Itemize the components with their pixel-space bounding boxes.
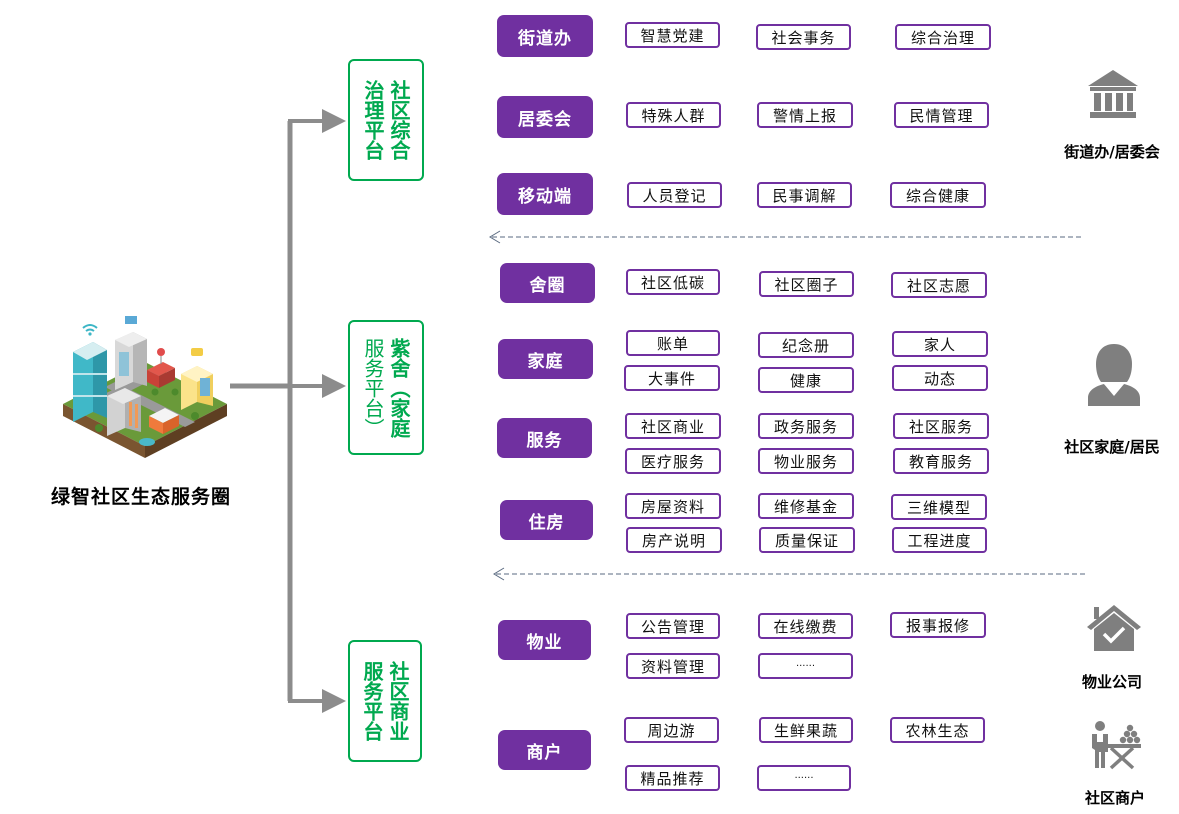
chip-item[interactable]: 房产说明	[626, 527, 722, 553]
chip-item[interactable]: 综合治理	[895, 24, 991, 50]
separator-arrowhead-2	[493, 567, 505, 581]
chip-item[interactable]: 公告管理	[626, 613, 720, 639]
resident-person-icon	[1084, 340, 1144, 410]
category-mobile: 移动端	[497, 173, 593, 215]
role-label-merchants: 社区商户	[1084, 789, 1145, 807]
chip-item[interactable]: 农林生态	[890, 717, 985, 743]
government-building-icon	[1086, 68, 1140, 124]
platform-label-line1: 社区商业	[386, 661, 410, 741]
chip-item[interactable]: 动态	[892, 365, 988, 391]
platform-label-line2: 治理平台	[361, 80, 385, 160]
chip-item[interactable]: 质量保证	[759, 527, 855, 553]
chip-item[interactable]: 社区服务	[893, 413, 989, 439]
chip-item[interactable]: 在线缴费	[758, 613, 853, 639]
platform-community-governance: 社区综合 治理平台	[348, 59, 424, 181]
platform-label-line1: 社区综合	[387, 80, 411, 160]
separator-arrowhead-1	[489, 230, 501, 244]
house-check-icon	[1085, 603, 1143, 657]
platform-label-line1: 紫舍（家庭	[387, 337, 411, 438]
chip-item[interactable]: 三维模型	[891, 494, 987, 520]
category-housing: 住房	[500, 500, 593, 540]
category-residents-committee: 居委会	[497, 96, 593, 138]
platform-community-commerce: 社区商业 服务平台	[348, 640, 422, 762]
chip-item[interactable]: 医疗服务	[625, 448, 721, 474]
platform-family-service: 紫舍（家庭 服务平台）	[348, 320, 424, 455]
chip-item[interactable]: 民事调解	[757, 182, 852, 208]
smart-community-illustration	[55, 312, 235, 462]
platform-label-line2: 服务平台）	[361, 337, 385, 438]
hero-title: 绿智社区生态服务圈	[50, 486, 231, 508]
chip-item[interactable]: 政务服务	[758, 413, 854, 439]
chip-item[interactable]: 警情上报	[757, 102, 853, 128]
chip-item[interactable]: 社区商业	[625, 413, 721, 439]
chip-item[interactable]: 周边游	[624, 717, 719, 743]
category-family: 家庭	[498, 339, 593, 379]
category-street-office: 街道办	[497, 15, 593, 57]
chip-item[interactable]: 资料管理	[626, 653, 720, 679]
chip-item[interactable]: 社区低碳	[626, 269, 720, 295]
chip-item[interactable]: 维修基金	[758, 493, 854, 519]
chip-item[interactable]: 大事件	[624, 365, 720, 391]
chip-item[interactable]: 社区志愿	[891, 272, 987, 298]
role-label-property-company: 物业公司	[1081, 673, 1142, 691]
chip-item[interactable]: 账单	[626, 330, 720, 356]
role-label-street-office: 街道办/居委会	[1064, 143, 1160, 161]
chip-item[interactable]: 社区圈子	[759, 271, 854, 297]
chip-item[interactable]: 健康	[758, 367, 854, 393]
category-property: 物业	[498, 620, 591, 660]
chip-more[interactable]: ······	[757, 765, 851, 791]
category-services: 服务	[497, 418, 592, 458]
chip-item[interactable]: 报事报修	[890, 612, 986, 638]
category-merchants: 商户	[498, 730, 591, 770]
platform-label-line2: 服务平台	[360, 661, 384, 741]
chip-item[interactable]: 教育服务	[893, 448, 989, 474]
chip-item[interactable]: 民情管理	[894, 102, 989, 128]
chip-item[interactable]: 人员登记	[627, 182, 722, 208]
chip-item[interactable]: 社会事务	[756, 24, 851, 50]
chip-more[interactable]: ······	[758, 653, 853, 679]
chip-item[interactable]: 家人	[892, 331, 988, 357]
chip-item[interactable]: 纪念册	[758, 332, 854, 358]
chip-item[interactable]: 房屋资料	[625, 493, 721, 519]
chip-item[interactable]: 生鲜果蔬	[759, 717, 853, 743]
merchant-stall-icon	[1087, 720, 1143, 774]
category-neighborhood-circle: 舍圈	[500, 263, 595, 303]
chip-item[interactable]: 物业服务	[758, 448, 854, 474]
chip-item[interactable]: 工程进度	[892, 527, 987, 553]
chip-item[interactable]: 特殊人群	[626, 102, 721, 128]
role-label-residents: 社区家庭/居民	[1064, 438, 1160, 456]
chip-item[interactable]: 智慧党建	[625, 22, 720, 48]
chip-item[interactable]: 精品推荐	[625, 765, 720, 791]
chip-item[interactable]: 综合健康	[890, 182, 986, 208]
